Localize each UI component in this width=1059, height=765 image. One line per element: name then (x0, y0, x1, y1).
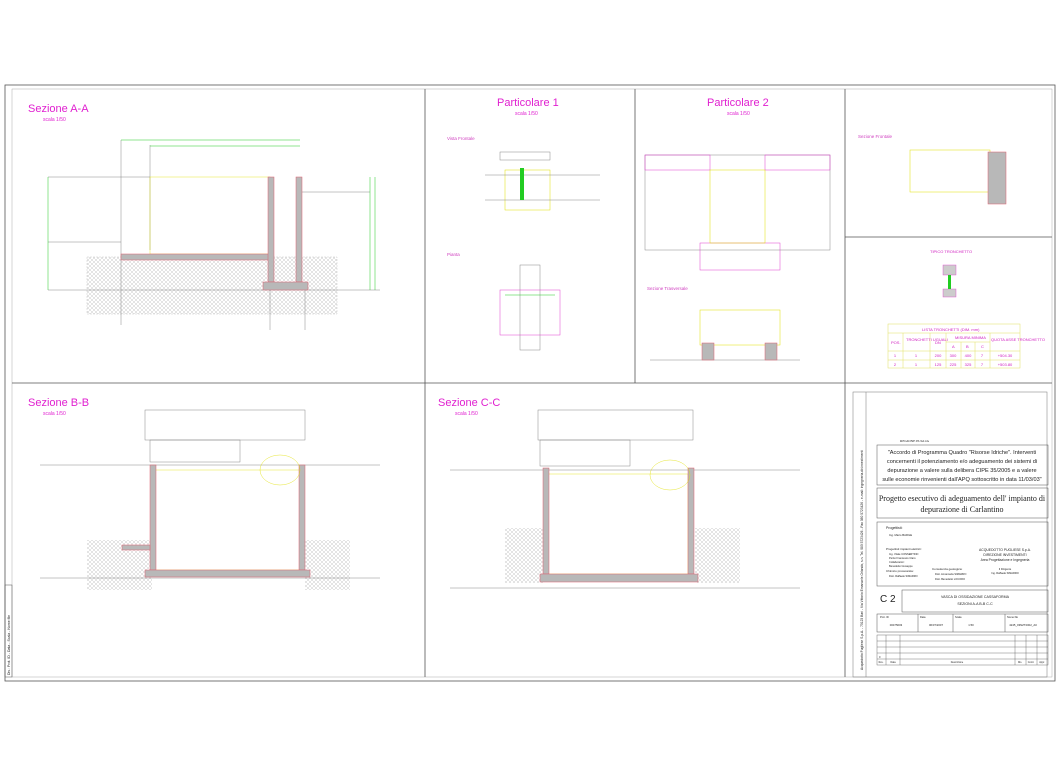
section-title: Sezione B-B (28, 397, 89, 409)
plant-designer: Perito Francesco Claro (889, 556, 916, 560)
table-cell: 1 (915, 362, 918, 367)
geologist: Dott. Benedetto LOCORO (935, 577, 965, 581)
geologist: Dott. Annamaria SIMARRO (935, 572, 966, 576)
sheet-frame (4, 84, 1056, 682)
section-title: Particolare 2 (707, 97, 769, 109)
company-line: ACQUEDOTTO PUGLIESE S.p.A. (979, 548, 1031, 552)
table-cell: 225 (950, 362, 957, 367)
table-cell: 125 (935, 362, 942, 367)
table-cell: 325 (965, 362, 972, 367)
section-scale: scala 1/50 (43, 411, 66, 417)
table-subheader: C (981, 344, 984, 349)
section-title: Sezione C-C (438, 397, 500, 409)
company-line: DIREZIONE INVESTIMENTI (983, 553, 1026, 557)
section-b-b: Sezione B-B scala 1/50 (28, 397, 380, 590)
table-cell: 1 (894, 353, 897, 358)
tronchetto-title: TIPICO TRONCHETTO (930, 249, 972, 254)
left-info-strip: Dis.: Prot. ID - Data - Scala - Nome fil… (4, 584, 13, 678)
view-label: Sezione Trasversale (647, 286, 688, 291)
agreement-line: concernenti il potenziamento e/o adeguam… (887, 459, 1037, 465)
table-cell: 1 (915, 353, 918, 358)
revision-header: Descrizione (951, 661, 964, 664)
tronchetto-panel: TIPICO TRONCHETTO LISTA TRONCHETTI (DIM.… (887, 249, 1045, 369)
plant-designer: Benedetto Giuseppe (889, 564, 913, 568)
plant-designer: Collaboratori: (889, 560, 905, 564)
table-cell: 300 (950, 353, 957, 358)
table-header: TRONCHETTI UGUALI (906, 337, 948, 342)
table-subheader: A (952, 344, 955, 349)
manager-name: Ing. Raffaele SIMARRO (991, 571, 1019, 575)
meta-label: Scala (955, 615, 962, 619)
table-subheader: B (966, 344, 969, 349)
table-header: POS. (891, 340, 901, 345)
revision-header: Appr. (1039, 661, 1045, 664)
section-title: Sezione A-A (28, 103, 89, 115)
section-scale: scala 1/50 (515, 111, 538, 117)
section-a-a: Sezione A-A scala 1/50 (28, 103, 380, 330)
section-c-c: Sezione C-C scala 1/50 (438, 397, 800, 589)
company-address-text: Acquedotto Pugliese S.p.A. - 70123 Bari … (860, 450, 864, 670)
chemist-name: Dott. Raffaele SIMARRO (889, 574, 918, 578)
table-cell: 400 (965, 353, 972, 358)
designers-label: Progettisti: (886, 526, 903, 530)
title-block: Acquedotto Pugliese S.p.A. - 70123 Bari … (852, 391, 1049, 678)
geology-label: Consulenza geologica: (932, 567, 963, 571)
section-scale: scala 1/50 (727, 111, 750, 117)
view-label: Vista Frontale (447, 136, 475, 141)
tronchetto-table (887, 323, 1021, 369)
company-line: Area Progettazione e Ingegneria (981, 558, 1030, 562)
meta-label: Nome file (1007, 615, 1019, 619)
meta-value: 4245_03NZT2002_A0 (1009, 623, 1037, 627)
section-title: Particolare 1 (497, 97, 559, 109)
region-label: REGIONE PUGLIA (900, 439, 930, 443)
plant-designers-label: Progettisti impianti elettrici: (886, 547, 922, 551)
project-title-line: Progetto esecutivo di adeguamento dell' … (879, 494, 1046, 503)
meta-value: 00475003 (890, 623, 903, 627)
drawing-title-line: SEZIONI A-A B-B C-C (957, 602, 993, 606)
agreement-line: depurazione a valere sulla delibera CIPE… (887, 468, 1036, 474)
project-title-line: depurazione di Carlantino (920, 505, 1003, 514)
table-cell: 7 (981, 362, 984, 367)
manager-label: Il Dirigente (999, 567, 1012, 571)
drawing-code: C 2 (880, 594, 896, 605)
view-label: Sezione Frontale (858, 134, 893, 139)
table-cell: +503.80 (998, 362, 1013, 367)
meta-label: Data (920, 615, 926, 619)
agreement-line: sulle economie rinvenienti dall'APQ sott… (882, 477, 1041, 483)
revision-header: Data (890, 661, 896, 664)
table-cell: +504.30 (998, 353, 1013, 358)
meta-value: 1:50 (968, 623, 974, 627)
agreement-line: "Accordo di Programma Quadro "Risorse Id… (888, 450, 1036, 456)
table-header: MISURA MINIMA (955, 335, 986, 340)
detail-1: Particolare 1 scala 1/50 Vista Frontale … (447, 97, 600, 351)
table-title: LISTA TRONCHETTI (DIM. mm) (922, 327, 980, 332)
meta-value: 06/07/2007 (929, 623, 943, 627)
table-cell: 200 (935, 353, 942, 358)
table-header: QUOTA ASSE TRONCHETTO (991, 337, 1045, 342)
revision-header: Rev. (879, 661, 884, 664)
table-header: DN (935, 340, 941, 345)
section-scale: scala 1/50 (43, 117, 66, 123)
left-strip-text: Dis.: Prot. ID - Data - Scala - Nome fil… (7, 615, 11, 675)
detail-2: Particolare 2 scala 1/50 Sezione Frontal… (644, 97, 1007, 361)
view-label: Pianta (447, 252, 460, 257)
revision-header: Dis. (1018, 661, 1022, 664)
plant-designer: Ing. Vitale CONSERTINO (889, 552, 918, 556)
designer-name: Ing. Mario BARILE (889, 533, 912, 537)
revision-number: 0 (879, 655, 881, 659)
section-scale: scala 1/50 (455, 411, 478, 417)
drawing-title-line: VASCA DI OSSIDAZIONE CASSAFORMA (941, 595, 1010, 599)
revision-header: Contr. (1028, 661, 1035, 664)
table-cell: 2 (894, 362, 897, 367)
meta-label: Prot. ID (880, 615, 889, 619)
chemist-label: Chimico processista: (886, 569, 914, 573)
table-cell: 7 (981, 353, 984, 358)
